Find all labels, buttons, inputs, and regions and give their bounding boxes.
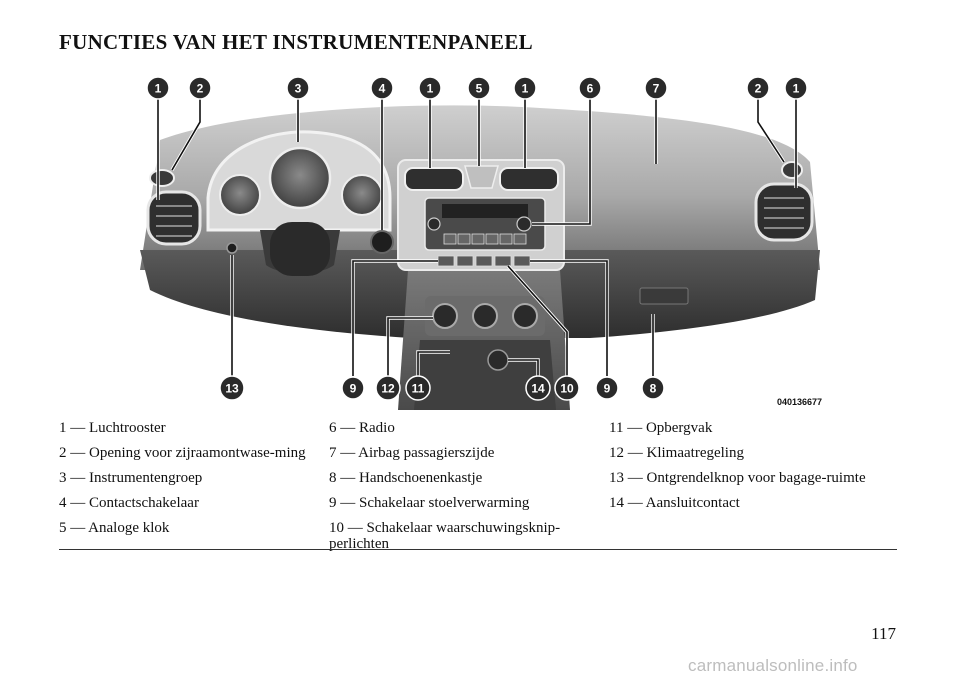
- page-title: FUNCTIES VAN HET INSTRUMENTENPANEEL: [59, 30, 533, 54]
- legend-item: 2 — Opening voor zijraamontwase-ming: [59, 445, 306, 461]
- dashboard-drawing: 1 2 3 4 1 5 1 6 7 2 1 13 9 12 11 14 10 9…: [120, 70, 840, 410]
- speedometer: [268, 146, 332, 210]
- callout-14: 14: [525, 375, 551, 401]
- callout-12: 12: [375, 375, 401, 401]
- callout-1-right: 1: [784, 76, 808, 100]
- radio-knob-left: [427, 217, 441, 231]
- legend-item: 9 — Schakelaar stoelverwarming: [329, 495, 530, 511]
- glovebox-handle: [639, 287, 689, 305]
- svg-text:9: 9: [350, 382, 357, 396]
- svg-text:1: 1: [155, 82, 162, 96]
- instrument-panel-illustration: 1 2 3 4 1 5 1 6 7 2 1 13 9 12 11 14 10 9…: [120, 70, 840, 410]
- svg-text:14: 14: [531, 382, 545, 396]
- legend-column-2: 6 — Radio 7 — Airbag passagierszijde 8 —…: [329, 420, 599, 561]
- legend-column-1: 1 — Luchtrooster 2 — Opening voor zijraa…: [59, 420, 319, 545]
- ignition-switch: [370, 230, 394, 254]
- svg-text:3: 3: [295, 82, 302, 96]
- legend-item: 3 — Instrumentengroep: [59, 470, 203, 486]
- legend-item: 11 — Opbergvak: [609, 420, 713, 436]
- climate-knob-left: [432, 303, 458, 329]
- callout-10: 10: [554, 375, 580, 401]
- right-gauge: [341, 174, 383, 216]
- right-air-vent: [754, 182, 814, 242]
- svg-text:13: 13: [225, 382, 239, 396]
- svg-text:6: 6: [587, 82, 594, 96]
- callout-1-left: 1: [146, 76, 170, 100]
- switch-row: [437, 255, 531, 267]
- legend-item: 6 — Radio: [329, 420, 395, 436]
- svg-text:9: 9: [604, 382, 611, 396]
- page-number: 117: [871, 624, 896, 643]
- legend-item: 4 — Contactschakelaar: [59, 495, 199, 511]
- trunk-release-button: [226, 242, 238, 254]
- callout-7: 7: [644, 76, 668, 100]
- callout-2-left: 2: [188, 76, 212, 100]
- callout-1-center-left: 1: [418, 76, 442, 100]
- center-vent-right: [499, 167, 559, 191]
- legend-divider: [59, 549, 897, 550]
- callout-9-right: 9: [595, 376, 619, 400]
- svg-text:11: 11: [412, 382, 425, 396]
- svg-text:5: 5: [476, 82, 483, 96]
- legend-item: 10 — Schakelaar waarschuwingsknip-perlic…: [329, 520, 561, 552]
- callout-3: 3: [286, 76, 310, 100]
- leader-lines: [156, 98, 798, 376]
- callout-2-right: 2: [746, 76, 770, 100]
- analog-clock: [464, 165, 499, 189]
- svg-text:7: 7: [653, 82, 660, 96]
- svg-text:4: 4: [379, 82, 386, 96]
- console-storage: [414, 340, 556, 410]
- radio-knob-right: [516, 216, 532, 232]
- svg-text:8: 8: [650, 382, 657, 396]
- callout-6: 6: [578, 76, 602, 100]
- climate-knob-right: [512, 303, 538, 329]
- callout-11: 11: [405, 375, 431, 401]
- svg-text:2: 2: [197, 82, 204, 96]
- center-vent-left: [404, 167, 464, 191]
- right-side-vent-small: [781, 161, 803, 179]
- legend-item: 1 — Luchtrooster: [59, 420, 166, 436]
- callout-1-center-right: 1: [513, 76, 537, 100]
- svg-text:1: 1: [793, 82, 800, 96]
- image-code: 040136677: [777, 397, 822, 407]
- legend-item: 13 — Ontgrendelknop voor bagage-ruimte: [609, 470, 866, 486]
- svg-text:10: 10: [560, 382, 574, 396]
- callout-4: 4: [370, 76, 394, 100]
- svg-text:2: 2: [755, 82, 762, 96]
- legend-column-3: 11 — Opbergvak 12 — Klimaatregeling 13 —…: [609, 420, 899, 520]
- callout-13: 13: [219, 375, 245, 401]
- callout-5: 5: [467, 76, 491, 100]
- legend-item: 14 — Aansluitcontact: [609, 495, 740, 511]
- callout-8: 8: [641, 376, 665, 400]
- watermark: carmanualsonline.info: [688, 656, 858, 675]
- callout-9-left: 9: [341, 376, 365, 400]
- legend: 1 — Luchtrooster 2 — Opening voor zijraa…: [59, 420, 899, 552]
- legend-item: 12 — Klimaatregeling: [609, 445, 744, 461]
- power-outlet: [487, 349, 509, 371]
- left-gauge: [219, 174, 261, 216]
- legend-item: 8 — Handschoenenkastje: [329, 470, 483, 486]
- left-side-vent-small: [149, 169, 175, 187]
- legend-item: 5 — Analoge klok: [59, 520, 170, 536]
- svg-text:1: 1: [522, 82, 529, 96]
- legend-item: 7 — Airbag passagierszijde: [329, 445, 495, 461]
- steering-hub: [270, 222, 330, 276]
- radio-display: [442, 204, 528, 218]
- svg-text:12: 12: [381, 382, 395, 396]
- climate-knob-center: [472, 303, 498, 329]
- svg-text:1: 1: [427, 82, 434, 96]
